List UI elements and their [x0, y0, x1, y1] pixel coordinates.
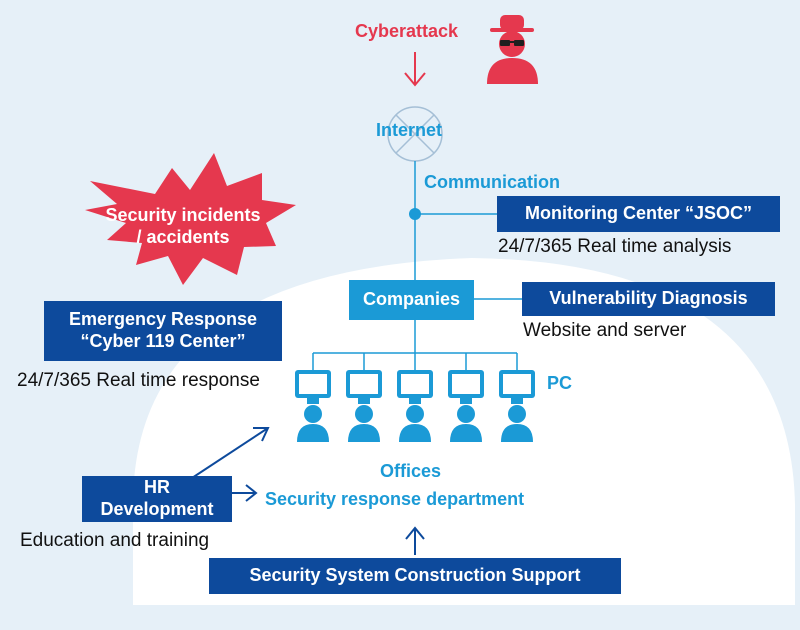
hacker-with-hat-icon [487, 15, 538, 84]
explosion-burst-icon [85, 153, 296, 285]
hr-to-department-arrow [232, 484, 258, 502]
incident-label: Security incidents / accidents [88, 204, 278, 248]
pc-row [295, 370, 535, 442]
computer-monitor-icon [499, 370, 535, 404]
security-department-label: Security response department [265, 489, 525, 509]
monitoring-center-title: Monitoring Center “JSOC” [524, 203, 752, 224]
person-icon [348, 405, 380, 442]
computer-monitor-icon [295, 370, 331, 404]
monitoring-center-box: Monitoring Center “JSOC” [497, 196, 780, 232]
internet-label: Internet [376, 120, 443, 140]
emergency-response-box: Emergency Response “Cyber 119 Center” [44, 301, 282, 361]
emergency-line-1: Emergency Response [68, 309, 258, 330]
person-icon [501, 405, 533, 442]
hr-to-offices-arrow [191, 427, 270, 479]
computer-monitor-icon [397, 370, 433, 404]
person-icon [297, 405, 329, 442]
navy-arrows [191, 427, 425, 555]
companies-box: Companies [349, 280, 474, 320]
emergency-caption: 24/7/365 Real time response [17, 370, 260, 391]
incident-line-1: Security incidents [105, 205, 261, 225]
vulnerability-box: Vulnerability Diagnosis [522, 282, 775, 316]
offices-label: Offices [380, 461, 442, 481]
construction-support-label: Security System Construction Support [249, 565, 581, 586]
hr-line-1: HR [144, 477, 170, 498]
hr-caption: Education and training [20, 530, 210, 551]
hr-line-2: Development [100, 499, 214, 519]
computer-monitor-icon [448, 370, 484, 404]
vulnerability-caption: Website and server [523, 320, 687, 341]
pc-label: PC [547, 373, 573, 393]
monitoring-center-caption: 24/7/365 Real time analysis [498, 236, 732, 257]
communication-node [409, 208, 421, 220]
communication-label: Communication [424, 172, 561, 192]
companies-label: Companies [362, 289, 461, 310]
attack-arrow [404, 52, 426, 87]
computer-monitor-icon [346, 370, 382, 404]
vulnerability-title: Vulnerability Diagnosis [549, 288, 748, 309]
person-icon [450, 405, 482, 442]
cyberattack-label: Cyberattack [355, 21, 459, 41]
emergency-line-2: “Cyber 119 Center” [80, 331, 246, 351]
hr-development-box: HR Development [82, 476, 232, 522]
connection-lines [312, 161, 522, 370]
incident-line-2: / accidents [136, 227, 230, 247]
person-icon [399, 405, 431, 442]
construction-support-box: Security System Construction Support [209, 558, 621, 594]
construction-up-arrow [405, 526, 425, 555]
